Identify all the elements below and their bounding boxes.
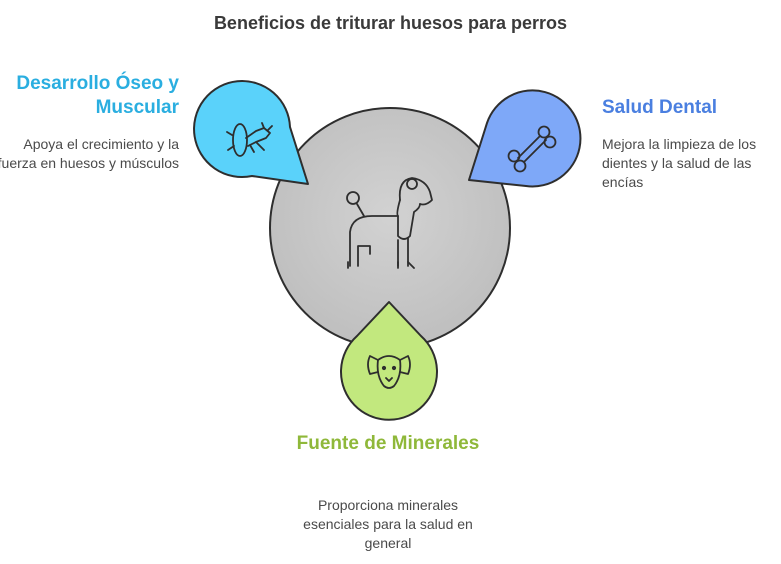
dog-jumping-hoop-icon: [226, 122, 273, 157]
right-heading: Salud Dental: [602, 97, 718, 118]
bone-icon: [507, 125, 557, 173]
bottom-heading: Fuente de Minerales: [296, 433, 480, 454]
bottom-drop: [340, 301, 438, 421]
diagram-title: Beneficios de triturar huesos para perro…: [213, 13, 568, 33]
left-heading: Desarrollo Óseo y Muscular: [16, 73, 179, 118]
right-description: Mejora la limpieza de los dientes y la s…: [602, 136, 757, 190]
left-description: Apoya el crecimiento y la fuerza en hues…: [0, 136, 179, 171]
bottom-description: Proporciona minerales esenciales para la…: [303, 497, 473, 551]
poodle-icon: [346, 177, 433, 269]
dog-face-icon: [367, 355, 411, 389]
right-drop: [468, 89, 582, 188]
left-drop: [193, 80, 309, 185]
